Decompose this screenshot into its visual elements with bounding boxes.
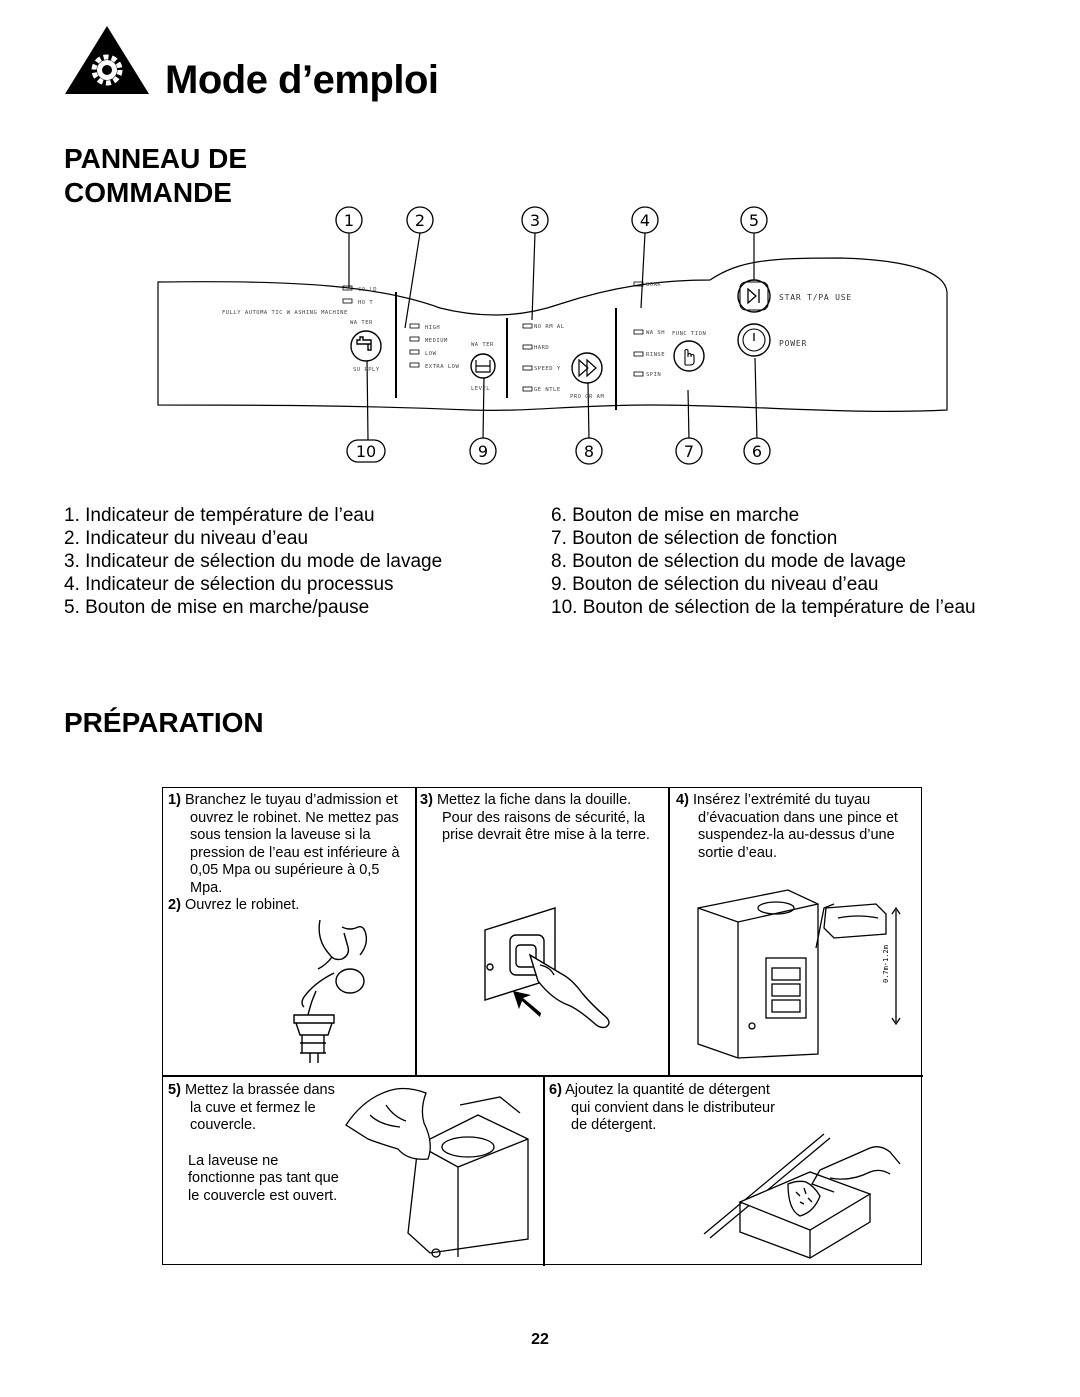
step-3-cell: 3) Mettez la fiche dans la douille. Pour… — [420, 792, 665, 845]
callout-10: 10 — [346, 439, 386, 463]
legend-item: 2. Indicateur du niveau d’eau — [64, 528, 309, 549]
svg-text:EXTRA LOW: EXTRA LOW — [425, 364, 459, 370]
power-button[interactable] — [737, 323, 771, 357]
callout-5: 5 — [740, 206, 768, 234]
legend-item: 9. Bouton de sélection du niveau d’eau — [551, 574, 879, 595]
callout-2: 2 — [406, 206, 434, 234]
svg-text:WA SH: WA SH — [646, 330, 665, 336]
step-2: 2) Ouvrez le robinet. — [168, 897, 300, 913]
svg-text:WA TER: WA TER — [471, 342, 494, 348]
preparation-grid — [162, 787, 923, 1266]
legend-item: 3. Indicateur de sélection du mode de la… — [64, 551, 443, 572]
step-6-cell: 6) Ajoutez la quantité de détergent qui … — [549, 1082, 779, 1135]
svg-text:0.7m-1.2m: 0.7m-1.2m — [882, 945, 890, 983]
panel-heading: PANNEAU DE COMMANDE — [64, 142, 324, 210]
svg-text:RINSE: RINSE — [646, 352, 665, 358]
svg-text:STAR T/PA USE: STAR T/PA USE — [779, 293, 852, 302]
legend-item: 8. Bouton de sélection du mode de lavage — [551, 551, 906, 572]
callout-4: 4 — [631, 206, 659, 234]
legend-left-list: 1. Indicateur de température de l’eau 2.… — [64, 504, 442, 619]
panel-heading-line2: COMMANDE — [64, 177, 232, 208]
legend-item: 4. Indicateur de sélection du processus — [64, 574, 394, 595]
svg-text:6: 6 — [752, 442, 762, 461]
legend-item: 10. Bouton de sélection de la températur… — [551, 597, 976, 618]
page-number: 22 — [531, 1331, 549, 1348]
legend-item: 7. Bouton de sélection de fonction — [551, 528, 838, 549]
callout-1: 1 — [335, 206, 363, 234]
svg-text:7: 7 — [684, 442, 694, 461]
svg-text:LOW: LOW — [425, 351, 437, 357]
svg-text:3: 3 — [530, 211, 540, 230]
function-button[interactable] — [673, 340, 705, 372]
panel-brand-label: FULLY AUTOMA TIC W ASHING MACHINE — [222, 310, 348, 316]
faucet-hose-illustration — [293, 919, 368, 1063]
page-title: Mode d’emploi — [165, 58, 439, 102]
svg-text:CO LD: CO LD — [358, 287, 377, 293]
control-panel-diagram: 1 2 3 4 5 10 9 8 7 6 FULLY AUTOMA TIC W … — [155, 206, 948, 465]
svg-text:FUNC TION: FUNC TION — [672, 331, 706, 337]
step-6: 6) Ajoutez la quantité de détergent qui … — [549, 1082, 775, 1133]
svg-text:4: 4 — [640, 211, 650, 230]
plug-socket-illustration — [484, 907, 610, 1029]
svg-text:SU PPLY: SU PPLY — [353, 367, 380, 373]
step-4: 4) Insérez l’extrémité du tuyau d’évacua… — [676, 792, 898, 861]
step-5: 5) Mettez la brassée dans la cuve et fer… — [168, 1082, 335, 1133]
legend-right-list: 6. Bouton de mise en marche 7. Bouton de… — [551, 504, 976, 619]
callout-8: 8 — [575, 437, 603, 465]
svg-text:10: 10 — [356, 442, 376, 461]
legend-item: 1. Indicateur de température de l’eau — [64, 505, 375, 526]
svg-text:2: 2 — [415, 211, 425, 230]
svg-text:8: 8 — [584, 442, 594, 461]
callout-3: 3 — [521, 206, 549, 234]
washer-loading-illustration — [345, 1087, 529, 1258]
svg-text:WA TER: WA TER — [350, 320, 373, 326]
step-5-cell: 5) Mettez la brassée dans la cuve et fer… — [168, 1082, 343, 1205]
svg-text:PRO GR AM: PRO GR AM — [570, 394, 604, 400]
callout-9: 9 — [469, 437, 497, 465]
panel-heading-line1: PANNEAU DE — [64, 143, 248, 174]
water-level-button[interactable] — [470, 353, 496, 379]
svg-text:SPIN: SPIN — [646, 372, 661, 378]
svg-text:9: 9 — [478, 442, 488, 461]
svg-text:GE NTLE: GE NTLE — [534, 387, 561, 393]
callout-6: 6 — [743, 437, 771, 465]
svg-text:5: 5 — [749, 211, 759, 230]
detergent-dispenser-illustration — [703, 1133, 901, 1259]
program-button[interactable] — [571, 352, 603, 384]
svg-text:SPEED Y: SPEED Y — [534, 366, 561, 372]
svg-text:NO RM AL: NO RM AL — [534, 324, 565, 330]
svg-text:1: 1 — [344, 211, 354, 230]
svg-text:POWER: POWER — [779, 339, 807, 348]
start-pause-button[interactable] — [737, 279, 771, 313]
step-3: 3) Mettez la fiche dans la douille. Pour… — [420, 792, 650, 843]
svg-text:SOAK: SOAK — [646, 282, 661, 288]
step-4-cell: 4) Insérez l’extrémité du tuyau d’évacua… — [676, 792, 916, 862]
svg-text:HO T: HO T — [358, 300, 373, 306]
legend-item: 5. Bouton de mise en marche/pause — [64, 597, 370, 618]
legend-item: 6. Bouton de mise en marche — [551, 505, 800, 526]
svg-text:HARD: HARD — [534, 345, 549, 351]
svg-text:LEVEL: LEVEL — [471, 386, 490, 392]
svg-text:HIGH: HIGH — [425, 325, 440, 331]
step-1-2-cell: 1) Branchez le tuyau d’admission et ouvr… — [168, 792, 413, 915]
callout-7: 7 — [675, 437, 703, 465]
preparation-heading: PRÉPARATION — [64, 707, 264, 738]
gear-warning-triangle-icon — [65, 26, 149, 94]
washer-drain-illustration: 0.7m-1.2m — [697, 889, 901, 1059]
water-supply-button[interactable] — [350, 330, 382, 362]
step-5-note: La laveuse ne fonctionne pas tant que le… — [188, 1152, 339, 1204]
svg-text:MEDIUM: MEDIUM — [425, 338, 448, 344]
step-1: 1) Branchez le tuyau d’admission et ouvr… — [168, 792, 400, 896]
